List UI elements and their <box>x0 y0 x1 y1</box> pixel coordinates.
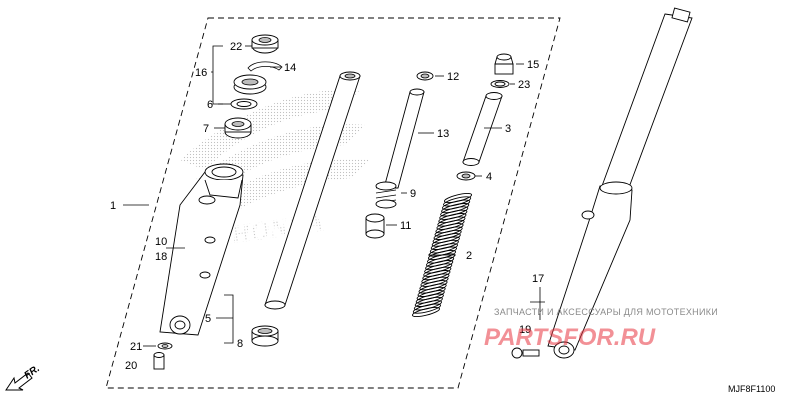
spring-coil <box>412 303 441 314</box>
callout-5: 5 <box>205 313 211 325</box>
callout-17: 17 <box>532 273 544 285</box>
oil-seal <box>233 74 267 95</box>
callout-7: 7 <box>203 123 209 135</box>
front-fork-assembly <box>511 7 693 359</box>
front-direction-indicator: FR. <box>5 363 42 391</box>
watermark-caption: ЗАПЧАСТИ И АКСЕССУАРЫ ДЛЯ МОТОТЕХНИКИ <box>494 307 718 317</box>
callout-8: 8 <box>237 338 243 350</box>
fork-piston <box>383 88 425 189</box>
callout-3: 3 <box>505 123 511 135</box>
socket-bolt <box>153 352 165 370</box>
fork-pipe <box>264 71 361 310</box>
callout-21: 21 <box>130 341 142 353</box>
callout-23: 23 <box>518 79 530 91</box>
callout-9: 9 <box>410 188 416 200</box>
back-up-ring <box>230 98 258 110</box>
callout-13: 13 <box>437 128 449 140</box>
spring-seat-washer <box>456 171 476 181</box>
stopper-ring <box>247 61 283 72</box>
callout-12: 12 <box>447 71 459 83</box>
callout-6: 6 <box>207 99 213 111</box>
piston-ring-12 <box>416 71 434 81</box>
callout-18: 18 <box>155 251 167 263</box>
callout-16: 16 <box>195 67 207 79</box>
assembly-group-boundary <box>105 17 561 389</box>
oil-lock-piece <box>365 213 385 239</box>
callout-numbers: 1 2 3 4 5 6 7 8 9 10 11 12 13 14 15 16 1… <box>110 41 544 372</box>
callout-14: 14 <box>284 62 296 74</box>
leader-lines <box>123 45 545 347</box>
callout-20: 20 <box>125 360 137 372</box>
callout-22: 22 <box>230 41 242 53</box>
slider-bushing <box>224 117 252 139</box>
callout-11: 11 <box>400 220 411 232</box>
shop-watermark: ЗАПЧАСТИ И АКСЕССУАРЫ ДЛЯ МОТОТЕХНИКИ PA… <box>484 307 718 351</box>
callout-1: 1 <box>110 200 116 212</box>
callout-19: 19 <box>519 324 531 336</box>
fork-slider-left <box>159 163 244 336</box>
spring-coil <box>411 306 441 318</box>
o-ring <box>490 80 510 88</box>
spring-collar <box>462 92 503 166</box>
callout-2: 2 <box>466 250 472 262</box>
guide-bushing <box>251 325 279 347</box>
dust-seal <box>251 34 279 54</box>
sealing-washer <box>157 342 173 350</box>
watermark-brand: PARTSFOR.RU <box>484 324 656 351</box>
front-arrow-icon <box>5 372 33 391</box>
callout-15: 15 <box>527 59 539 71</box>
rebound-spring <box>375 181 397 209</box>
diagram-code: MJF8F1100 <box>728 384 775 394</box>
callout-10: 10 <box>155 236 167 248</box>
fork-bolt <box>494 53 514 75</box>
callout-4: 4 <box>486 171 492 183</box>
